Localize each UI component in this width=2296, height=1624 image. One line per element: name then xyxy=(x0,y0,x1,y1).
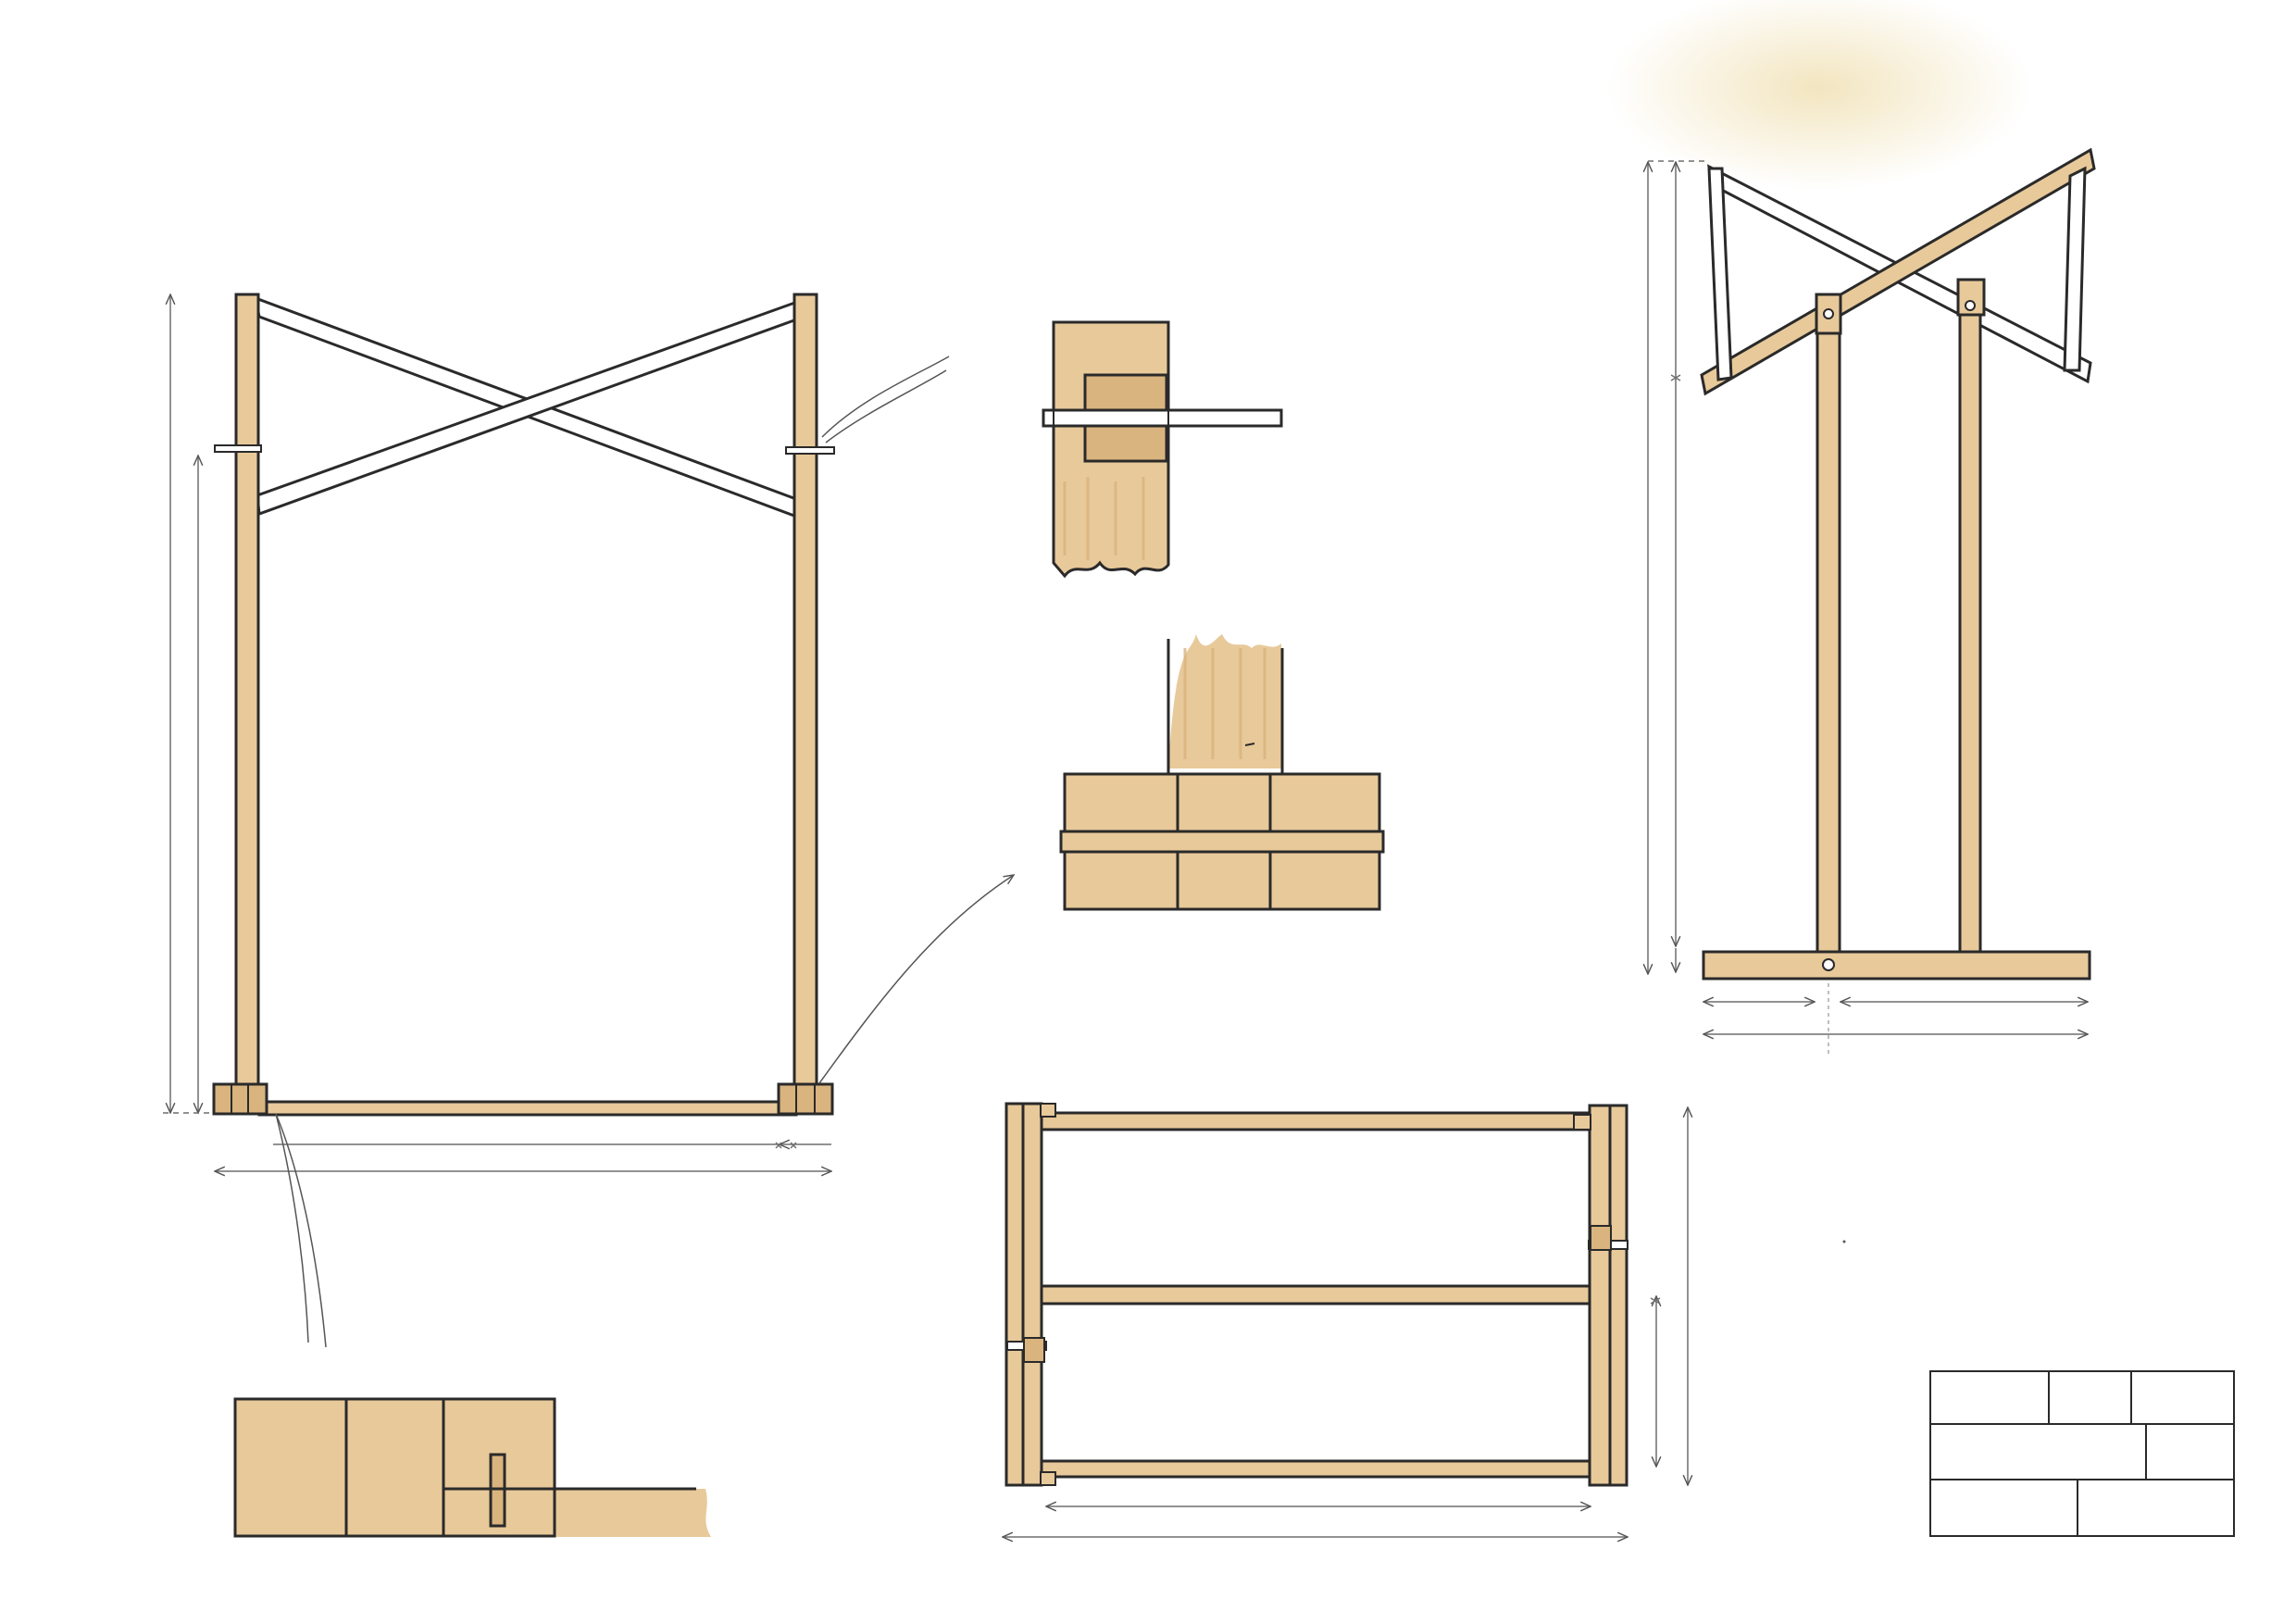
base-joint-detail xyxy=(1059,634,1385,911)
plan-left-pin-block xyxy=(1023,1337,1045,1363)
block-upper-center xyxy=(1176,772,1272,834)
plan-left-tab xyxy=(1040,1103,1056,1118)
plan-right-pin-block xyxy=(1590,1225,1612,1251)
block-lower-right xyxy=(1268,850,1381,911)
paper-stain xyxy=(1606,0,2032,190)
plan-right-tab xyxy=(1573,1114,1591,1131)
stray-mark xyxy=(1842,1240,1846,1243)
plan-right-inner-post xyxy=(1588,1104,1612,1487)
cross-strap xyxy=(1059,830,1385,854)
right-post xyxy=(792,293,818,1111)
block-lower-left xyxy=(1063,850,1179,911)
pivot-bolt xyxy=(1823,308,1834,319)
bottom-rail xyxy=(257,1100,798,1117)
plan-top-rail xyxy=(1037,1111,1592,1131)
side-elevation xyxy=(1648,147,2096,1056)
base-bolt xyxy=(1822,958,1835,971)
leader-lines xyxy=(275,356,1014,1348)
block-upper-right xyxy=(1268,772,1381,834)
plan-right-outer-post xyxy=(1608,1104,1628,1487)
left-foot-block xyxy=(212,1082,268,1116)
front-elevation xyxy=(163,293,1014,1348)
block-upper-left xyxy=(1063,772,1179,834)
bolt-rod xyxy=(1042,408,1283,428)
foot-joint-detail xyxy=(233,1397,711,1538)
plan-middle-rail xyxy=(1037,1284,1592,1305)
plan-left-outer-post xyxy=(1004,1102,1025,1487)
plan-left-tab xyxy=(1040,1471,1056,1486)
side-upright-left xyxy=(1816,324,1841,956)
upright-section xyxy=(1168,634,1282,768)
frame-right-stile xyxy=(2063,166,2087,372)
plan-view xyxy=(1003,1102,1688,1537)
hinge-plate xyxy=(1956,278,1986,317)
foot-block-center xyxy=(344,1397,445,1538)
right-foot-block xyxy=(777,1082,834,1116)
dimension-lines xyxy=(163,294,831,1171)
cross-brace-joint-detail xyxy=(1042,320,1283,579)
plan-bottom-rail xyxy=(1037,1459,1592,1479)
pivot-bolt xyxy=(1965,300,1976,311)
frame-left-stile xyxy=(1707,167,1733,381)
title-block xyxy=(1929,1370,2235,1537)
bolt xyxy=(214,444,835,455)
left-post xyxy=(234,293,260,1111)
foot-block-left xyxy=(233,1397,348,1538)
dimension-lines xyxy=(1003,1107,1688,1537)
side-base-rail xyxy=(1702,950,2091,981)
dimension-lines xyxy=(1648,160,2088,1056)
x-brace xyxy=(1700,147,2096,396)
block-lower-center xyxy=(1176,850,1272,911)
plan-left-inner-post xyxy=(1021,1102,1043,1487)
side-upright-right xyxy=(1958,287,1982,956)
